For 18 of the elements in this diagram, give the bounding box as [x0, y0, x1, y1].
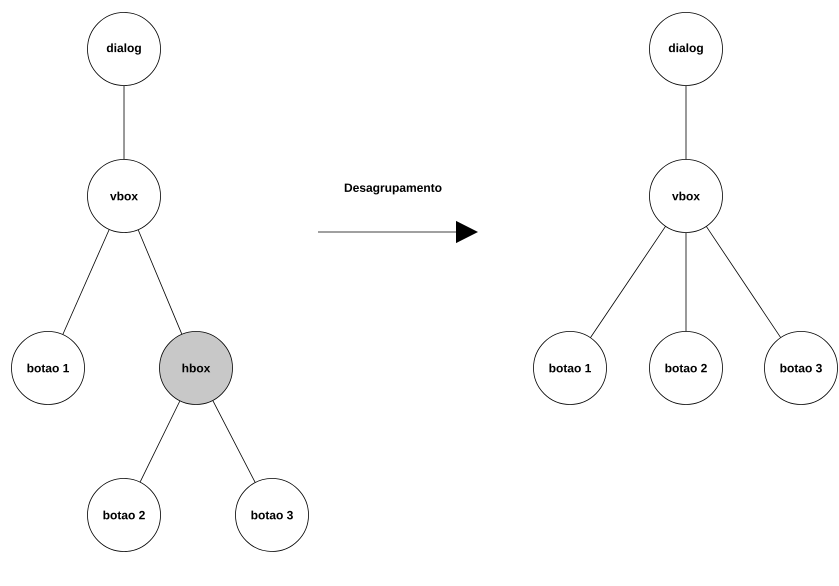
tree-line — [212, 400, 256, 483]
tree-line — [140, 400, 180, 482]
tree-node: vbox — [87, 159, 161, 233]
tree-line — [138, 230, 182, 334]
tree-node: botao 2 — [649, 331, 723, 405]
tree-node: botao 1 — [533, 331, 607, 405]
tree-node: vbox — [649, 159, 723, 233]
tree-node: dialog — [649, 12, 723, 86]
tree-node: botao 1 — [11, 331, 85, 405]
tree-line — [706, 226, 781, 338]
tree-line — [62, 229, 110, 335]
tree-node: hbox — [159, 331, 233, 405]
tree-node: botao 2 — [87, 478, 161, 552]
transform-label: Desagrupamento — [344, 184, 442, 194]
tree-line — [590, 226, 666, 338]
tree-node: dialog — [87, 12, 161, 86]
tree-node: botao 3 — [235, 478, 309, 552]
tree-node: botao 3 — [764, 331, 838, 405]
